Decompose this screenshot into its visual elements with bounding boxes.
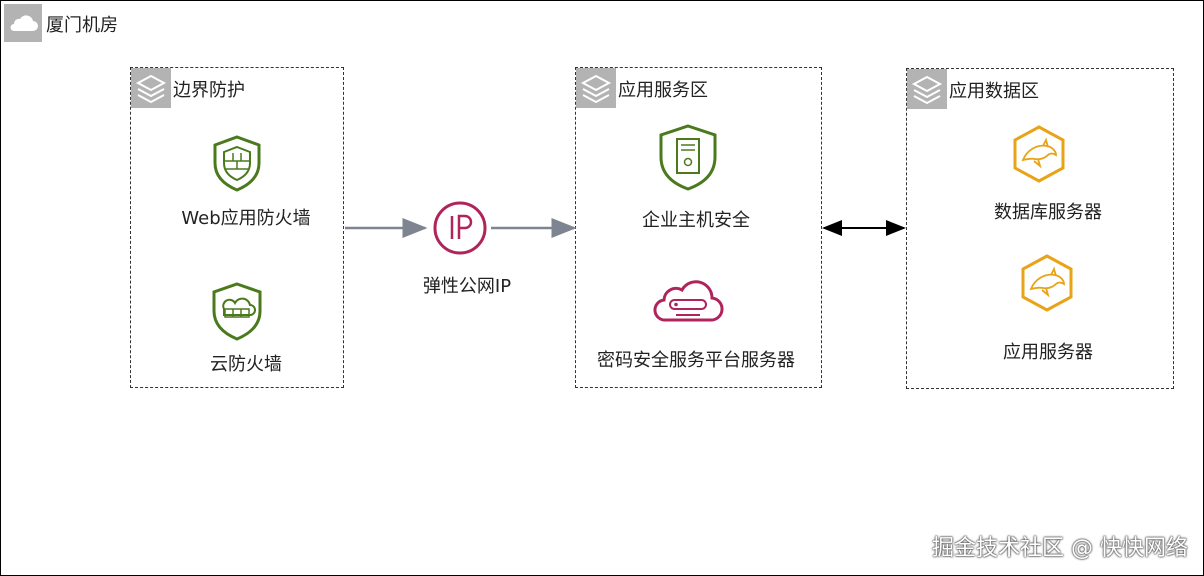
node-waf-label: Web应用防火墙 — [181, 208, 311, 229]
node-appsrv-label: 应用服务器 — [1003, 342, 1093, 363]
mysql-dolphin-icon — [1018, 253, 1076, 317]
group-app-data: 应用数据区 — [906, 68, 1174, 389]
node-cfw-label: 云防火墙 — [210, 354, 282, 375]
node-hss-label: 企业主机安全 — [642, 210, 750, 231]
shield-host-icon — [656, 123, 720, 195]
layers-icon — [131, 68, 171, 108]
mysql-dolphin-icon — [1010, 124, 1068, 188]
cloud-icon — [4, 4, 42, 42]
node-db-label: 数据库服务器 — [994, 202, 1102, 223]
group-border-title: 边界防护 — [173, 80, 245, 101]
cloud-server-icon — [652, 270, 724, 330]
shield-cloud-firewall-icon — [207, 281, 267, 345]
group-border: 边界防护 — [130, 67, 344, 388]
group-app-data-title: 应用数据区 — [949, 81, 1039, 102]
node-eip-label: 弹性公网IP — [422, 276, 512, 297]
node-kms-label: 密码安全服务平台服务器 — [597, 350, 795, 371]
layers-icon — [576, 68, 616, 108]
layers-icon — [907, 69, 947, 109]
shield-firewall-icon — [210, 134, 264, 196]
group-app-service: 应用服务区 — [575, 67, 822, 388]
ip-icon — [431, 199, 489, 261]
group-app-service-title: 应用服务区 — [618, 80, 708, 101]
watermark: 掘金技术社区 @ 快快网络 — [932, 536, 1188, 561]
region-label: 厦门机房 — [46, 15, 118, 36]
